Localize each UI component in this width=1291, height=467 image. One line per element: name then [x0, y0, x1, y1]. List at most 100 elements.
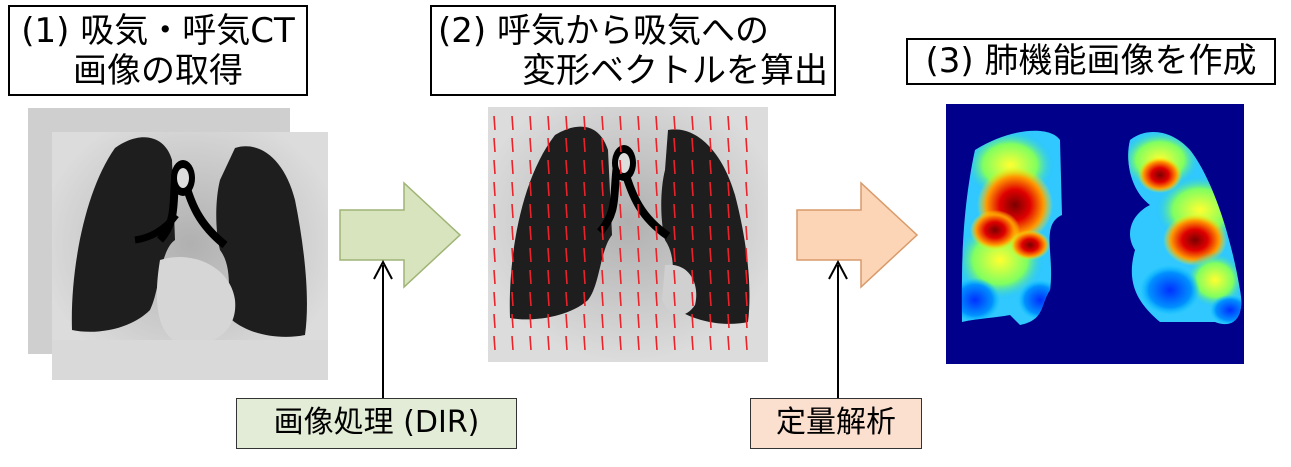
vector-mark [547, 313, 550, 329]
vector-mark [655, 181, 658, 197]
vector-mark [529, 181, 532, 197]
ct-image-with-vectors [488, 107, 768, 362]
vector-mark [547, 247, 550, 263]
vector-mark [511, 247, 514, 263]
ct2-left-lung [509, 126, 612, 320]
vector-mark [637, 181, 640, 197]
vector-mark [619, 247, 622, 263]
vector-mark [547, 159, 550, 175]
vector-mark [673, 137, 676, 153]
vector-mark [691, 291, 694, 307]
vector-mark [511, 203, 514, 219]
vector-mark [547, 115, 550, 131]
vector-mark [529, 269, 532, 285]
vector-mark [583, 115, 586, 131]
step2-title-line1: (2) 呼気から吸気への [438, 11, 769, 51]
vector-mark [493, 313, 496, 329]
vector-mark [727, 137, 730, 153]
pointer-arrow-dir [373, 259, 393, 398]
vector-mark [583, 159, 586, 175]
vector-mark [655, 203, 658, 219]
vector-mark [547, 203, 550, 219]
vector-mark [637, 159, 640, 175]
vector-mark [583, 181, 586, 197]
vector-mark [637, 335, 640, 351]
vector-mark [583, 247, 586, 263]
vector-mark [547, 181, 550, 197]
vector-mark [637, 291, 640, 307]
vector-mark [565, 313, 568, 329]
vector-mark [691, 203, 694, 219]
vector-mark [691, 335, 694, 351]
vector-mark [601, 203, 604, 219]
vector-mark [673, 181, 676, 197]
vector-mark [673, 313, 676, 329]
vector-mark [619, 335, 622, 351]
ct1-right-lung [216, 146, 307, 337]
step1-title-line1: (1) 吸気・呼気CT [21, 11, 295, 51]
vector-mark [565, 159, 568, 175]
vector-mark [511, 225, 514, 241]
vector-mark [547, 225, 550, 241]
vector-mark [547, 291, 550, 307]
vector-mark [727, 225, 730, 241]
vector-mark [745, 225, 748, 241]
vector-mark [691, 313, 694, 329]
vector-mark [745, 335, 748, 351]
vector-mark [619, 269, 622, 285]
vector-mark [655, 247, 658, 263]
vector-mark [637, 247, 640, 263]
vector-mark [565, 291, 568, 307]
vector-mark [673, 225, 676, 241]
vector-mark [655, 335, 658, 351]
vector-mark [601, 159, 604, 175]
vector-mark [691, 269, 694, 285]
vector-mark [529, 115, 532, 131]
step-arrow-2 [796, 181, 919, 289]
vector-mark [655, 159, 658, 175]
vector-mark [529, 159, 532, 175]
vector-mark [619, 225, 622, 241]
vector-mark [655, 313, 658, 329]
vector-mark [673, 291, 676, 307]
vector-mark [565, 115, 568, 131]
vector-mark [691, 137, 694, 153]
vector-mark [511, 335, 514, 351]
vector-mark [493, 181, 496, 197]
vector-mark [583, 203, 586, 219]
vector-mark [727, 203, 730, 219]
vector-mark [619, 313, 622, 329]
vector-mark [601, 291, 604, 307]
vector-mark [529, 335, 532, 351]
vector-mark [673, 203, 676, 219]
vector-mark [673, 269, 676, 285]
vector-mark [745, 181, 748, 197]
vector-mark [673, 335, 676, 351]
vector-mark [511, 137, 514, 153]
step3-title: (3) 肺機能画像を作成 [925, 41, 1257, 81]
vector-mark [727, 159, 730, 175]
pointer-arrow-analysis [828, 259, 848, 398]
vector-mark [511, 313, 514, 329]
vector-mark [493, 159, 496, 175]
vector-mark [619, 115, 622, 131]
vector-mark [529, 247, 532, 263]
vector-mark [673, 115, 676, 131]
vector-mark [727, 269, 730, 285]
vector-mark [691, 159, 694, 175]
vector-mark [709, 335, 712, 351]
vector-mark [493, 247, 496, 263]
vector-mark [709, 203, 712, 219]
vector-mark [583, 137, 586, 153]
vector-mark [493, 291, 496, 307]
vector-mark [655, 291, 658, 307]
vector-mark [529, 137, 532, 153]
vector-mark [547, 335, 550, 351]
vector-mark [493, 269, 496, 285]
vector-mark [709, 159, 712, 175]
vector-mark [637, 225, 640, 241]
vector-mark [745, 137, 748, 153]
step1-title-line2: 画像の取得 [73, 51, 243, 91]
vector-mark [583, 291, 586, 307]
